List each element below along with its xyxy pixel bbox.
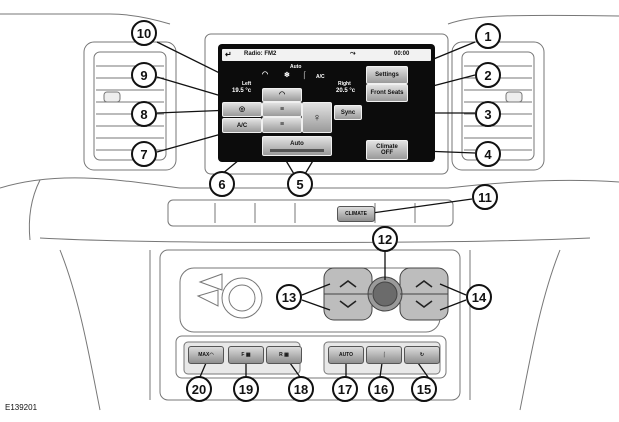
recirculation-icon: ↻	[419, 352, 425, 358]
right-temperature[interactable]: 20.5 °c	[336, 88, 356, 94]
figure-code: E139201	[5, 403, 38, 412]
left-zone-label: Left	[242, 81, 252, 87]
car-logo-icon: ⤳	[350, 50, 356, 57]
climate-off-button[interactable]: Climate OFF	[366, 140, 408, 160]
fan-speed-bar[interactable]	[270, 148, 324, 152]
callout-10: 10	[131, 20, 157, 46]
back-icon[interactable]: ↵	[225, 50, 232, 59]
fan-icon: ❄	[284, 72, 290, 79]
callout-5: 5	[287, 171, 313, 197]
callout-20: 20	[186, 376, 212, 402]
recirculation-button[interactable]: ◎	[222, 102, 262, 117]
windscreen-defrost-button[interactable]: ◠	[262, 88, 302, 102]
seat-heater-button[interactable]: ⌠	[366, 346, 402, 364]
air-distribution-figure[interactable]: ♀	[302, 102, 332, 133]
mode-auto-label: Auto	[290, 64, 302, 70]
max-defrost-button[interactable]: MAX◠	[188, 346, 224, 364]
ac-status-label: A/C	[316, 74, 325, 80]
callout-18: 18	[288, 376, 314, 402]
callout-13: 13	[276, 284, 302, 310]
front-screen-heater-button[interactable]: F ▦	[228, 346, 264, 364]
callout-11: 11	[472, 184, 498, 210]
max-label: MAX	[198, 352, 210, 358]
windscreen-heat-icon: ◠	[209, 352, 214, 358]
callout-12: 12	[372, 226, 398, 252]
seat-icon: ⌠	[302, 72, 307, 79]
front-label: F	[241, 352, 245, 358]
climate-off-line2: OFF	[381, 150, 393, 156]
rear-label: R	[279, 352, 283, 358]
callout-6: 6	[209, 171, 235, 197]
callout-3: 3	[475, 101, 501, 127]
settings-button[interactable]: Settings	[366, 66, 408, 84]
callout-19: 19	[233, 376, 259, 402]
callout-15: 15	[411, 376, 437, 402]
callout-8: 8	[131, 101, 157, 127]
callout-2: 2	[475, 62, 501, 88]
left-temperature[interactable]: 19.5 °c	[232, 88, 252, 94]
auto-button[interactable]: AUTO	[328, 346, 364, 364]
right-zone-label: Right	[338, 81, 351, 87]
screen-top-bar: ↵ Radio: FM2 ⤳ 00:00	[222, 49, 431, 61]
callout-7: 7	[131, 141, 157, 167]
fan-auto-label: Auto	[290, 140, 304, 147]
front-heater-icon: ▦	[245, 352, 251, 358]
front-seats-button[interactable]: Front Seats	[366, 84, 408, 102]
seat-heater-icon: ⌠	[382, 352, 386, 358]
touchscreen: ↵ Radio: FM2 ⤳ 00:00 Auto Left 19.5 °c R…	[218, 44, 435, 162]
footwell-vent-button[interactable]: ≡	[262, 117, 302, 133]
sync-button[interactable]: Sync	[334, 105, 362, 120]
callout-1: 1	[475, 23, 501, 49]
fan-speed-control[interactable]: Auto	[262, 136, 332, 156]
recirculation-hard-button[interactable]: ↻	[404, 346, 440, 364]
callout-14: 14	[466, 284, 492, 310]
ac-button[interactable]: A/C	[222, 118, 262, 133]
windscreen-icon: ◠	[262, 71, 269, 78]
callout-16: 16	[368, 376, 394, 402]
rear-screen-heater-button[interactable]: R ▦	[266, 346, 302, 364]
climate-hard-button[interactable]: CLIMATE	[337, 206, 375, 222]
climate-off-line1: Climate	[376, 144, 398, 150]
callout-17: 17	[332, 376, 358, 402]
callout-9: 9	[131, 62, 157, 88]
clock-label: 00:00	[394, 51, 410, 57]
radio-source-label: Radio: FM2	[244, 51, 277, 57]
rear-heater-icon: ▦	[284, 352, 289, 358]
callout-4: 4	[475, 141, 501, 167]
face-vent-button[interactable]: ≡	[262, 102, 302, 117]
